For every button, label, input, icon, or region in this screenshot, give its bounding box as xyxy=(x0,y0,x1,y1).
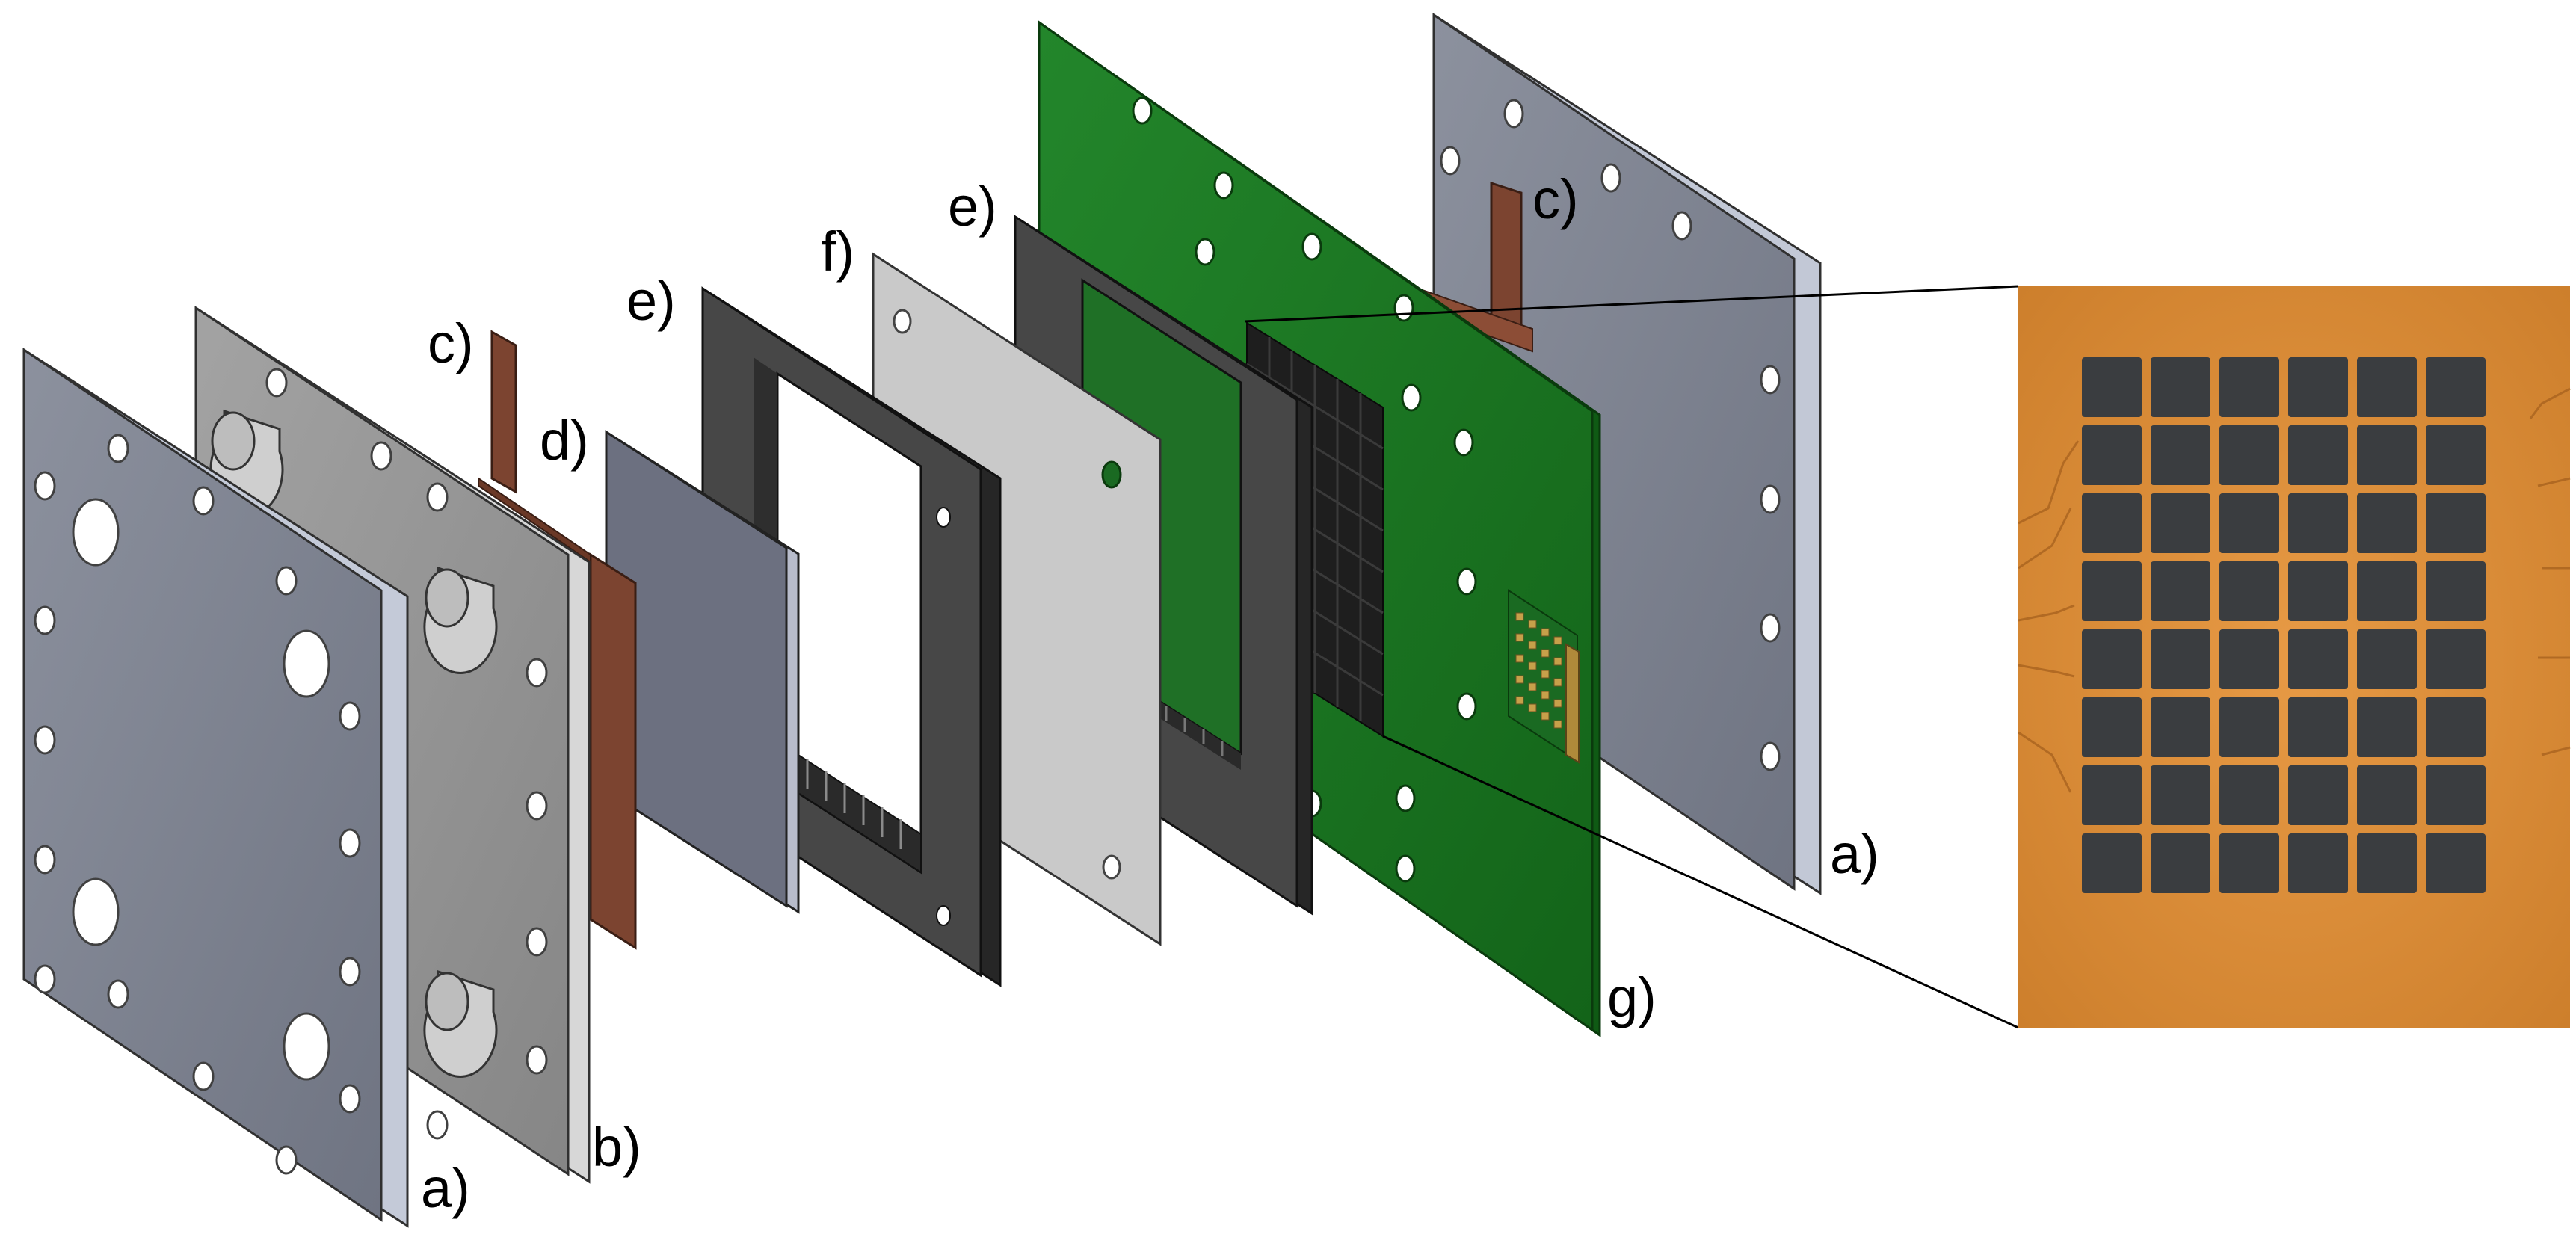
left-current-collector-foil xyxy=(478,330,637,950)
electrode-segment-pad xyxy=(2151,629,2210,689)
label-a-front: a) xyxy=(421,1157,470,1219)
electrode-segment-pad xyxy=(2151,765,2210,825)
electrode-segment-pad xyxy=(2357,493,2417,553)
electrode-segment-pad xyxy=(2151,833,2210,893)
electrode-segment-pad xyxy=(2219,697,2279,757)
electrode-segment-pad xyxy=(2426,493,2486,553)
electrode-segment-pad xyxy=(2082,765,2142,825)
electrode-segment-pad xyxy=(2151,425,2210,485)
front-endplate xyxy=(22,348,409,1228)
label-b: b) xyxy=(592,1116,641,1178)
electrode-segment-pad xyxy=(2219,425,2279,485)
electrode-segment-pad xyxy=(2288,765,2348,825)
electrode-segment-pad xyxy=(2426,357,2486,417)
electrode-segment-pad xyxy=(2288,629,2348,689)
zoom-lines xyxy=(1244,285,2019,1029)
electrode-segment-pad xyxy=(2082,561,2142,621)
electrode-segment-pad xyxy=(2151,357,2210,417)
electrode-segment-pad xyxy=(2219,493,2279,553)
gas-diffusion-layer xyxy=(605,430,800,914)
electrode-segment-pad xyxy=(2082,425,2142,485)
electrode-segment-pad xyxy=(2357,765,2417,825)
electrode-segment-pad xyxy=(2082,357,2142,417)
photo-traces xyxy=(2018,387,2571,793)
electrode-segment-pad xyxy=(2426,833,2486,893)
electrode-segment-pad xyxy=(2082,697,2142,757)
electrode-segment-pad xyxy=(2357,629,2417,689)
endplate-ports xyxy=(72,498,330,1081)
electrode-segment-pad xyxy=(2357,561,2417,621)
electrode-segment-pad xyxy=(2357,697,2417,757)
electrode-segment-pad xyxy=(2426,697,2486,757)
pcb-connector xyxy=(1508,589,1580,764)
electrode-segment-pad xyxy=(2219,833,2279,893)
endplate-holes xyxy=(34,434,361,1175)
electrode-segment-pad xyxy=(2357,833,2417,893)
electrode-segment-pad xyxy=(2219,629,2279,689)
electrode-segment-pad xyxy=(2288,697,2348,757)
electrode-segment-pad xyxy=(2288,561,2348,621)
electrode-segment-pad xyxy=(2219,561,2279,621)
collector-bosses xyxy=(209,409,498,1078)
label-e-right: e) xyxy=(948,176,997,238)
electrode-segment-pad xyxy=(2426,629,2486,689)
photo-pad-grid xyxy=(2082,357,2486,893)
label-f: f) xyxy=(821,220,854,283)
electrode-segment-pad xyxy=(2288,833,2348,893)
electrode-segment-pad xyxy=(2151,697,2210,757)
electrode-segment-pad xyxy=(2151,561,2210,621)
electrode-segment-pad xyxy=(2288,493,2348,553)
electrode-segment-pad xyxy=(2288,425,2348,485)
label-a-back: a) xyxy=(1830,823,1879,885)
electrode-segment-pad xyxy=(2426,561,2486,621)
electrode-segment-pad xyxy=(2082,629,2142,689)
electrode-segment-pad xyxy=(2357,425,2417,485)
label-e-left: e) xyxy=(626,270,676,332)
electrode-segment-pad xyxy=(2288,357,2348,417)
electrode-segment-pad xyxy=(2082,493,2142,553)
electrode-segment-pad xyxy=(2426,425,2486,485)
label-c-right: c) xyxy=(1532,168,1579,230)
bolt-holes xyxy=(1440,99,1781,771)
electrode-segment-pad xyxy=(2151,493,2210,553)
electrode-segment-pad xyxy=(2219,765,2279,825)
part-labels: a) b) c) d) e) f) e) g) c) a) xyxy=(421,168,1879,1219)
label-d: d) xyxy=(540,410,589,472)
label-c-left: c) xyxy=(428,312,474,374)
electrode-segment-pad xyxy=(2082,833,2142,893)
electrode-segment-pad xyxy=(2426,765,2486,825)
label-g: g) xyxy=(1607,966,1657,1028)
segmented-electrode-photo xyxy=(2018,286,2571,1028)
electrode-segment-pad xyxy=(2357,357,2417,417)
electrode-segment-pad xyxy=(2219,357,2279,417)
